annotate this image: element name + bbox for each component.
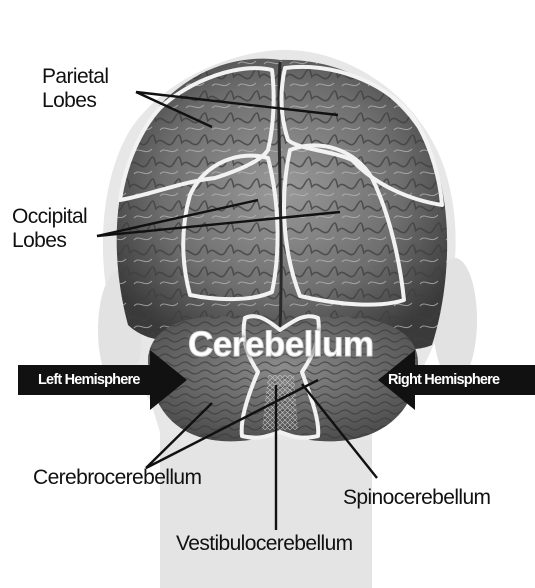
parietal-lobes-label: Parietal Lobes — [42, 65, 108, 113]
occipital-lobes-label: Occipital Lobes — [12, 205, 87, 253]
vestibulo-grid — [262, 375, 298, 430]
cerebrocerebellum-label: Cerebrocerebellum — [33, 466, 201, 490]
parietal-lobes-text: Parietal Lobes — [42, 65, 108, 113]
vestibulocerebellum-label: Vestibulocerebellum — [176, 532, 353, 556]
occipital-lobes-text: Occipital Lobes — [12, 205, 87, 253]
spinocerebellum-label: Spinocerebellum — [343, 486, 490, 510]
left-hemisphere-label: Left Hemisphere — [38, 371, 140, 389]
cerebellum-label: Cerebellum — [188, 325, 374, 365]
neck — [160, 440, 372, 588]
right-hemisphere-label: Right Hemisphere — [388, 371, 499, 389]
